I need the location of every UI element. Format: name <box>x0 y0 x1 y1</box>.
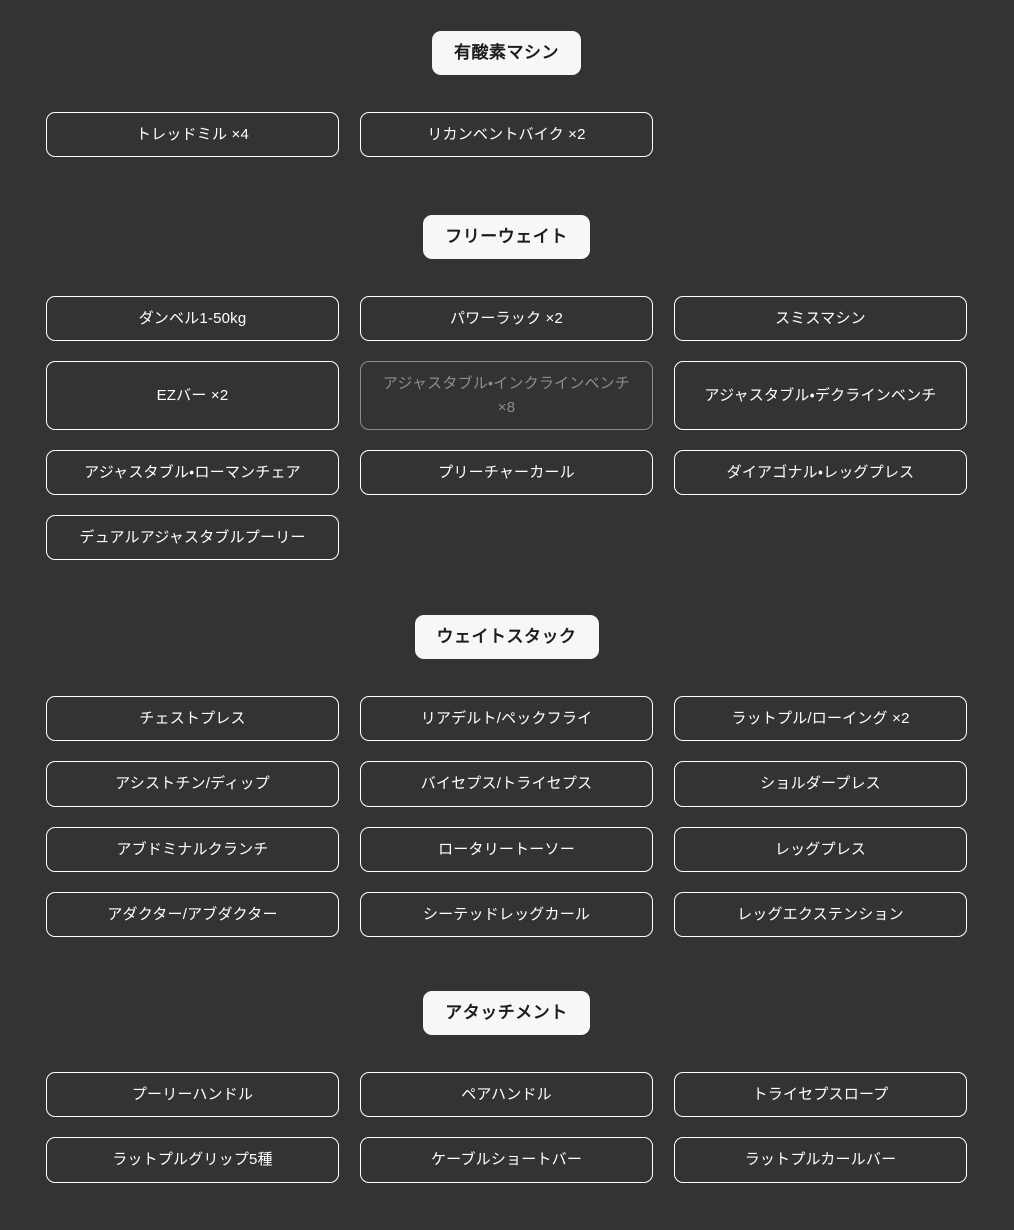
equipment-chip[interactable]: シーテッドレッグカール <box>360 891 653 937</box>
equipment-chip[interactable]: ダイアゴナル・レッグプレス <box>674 449 967 495</box>
equipment-chip[interactable]: レッグプレス <box>674 826 967 872</box>
equipment-chip[interactable]: ペアハンドル <box>360 1072 653 1118</box>
section-title: アタッチメント <box>423 991 590 1035</box>
section-title: 有酸素マシン <box>432 31 581 75</box>
equipment-chip[interactable]: ラットプル/ローイング ×2 <box>674 696 967 742</box>
equipment-chip[interactable]: レッグエクステンション <box>674 891 967 937</box>
section-cardio: 有酸素マシン トレッドミル ×4 リカンベントバイク ×2 <box>46 31 967 158</box>
equipment-chip[interactable]: リカンベントバイク ×2 <box>360 112 653 158</box>
section-attachment: アタッチメント プーリーハンドル ペアハンドル トライセプスロープ ラットプルグ… <box>46 991 967 1183</box>
equipment-chip[interactable]: トレッドミル ×4 <box>46 112 339 158</box>
section-title: フリーウェイト <box>423 215 590 259</box>
grid-spacer <box>674 515 967 560</box>
equipment-chip[interactable]: スミスマシン <box>674 296 967 342</box>
equipment-chip[interactable]: ラットプルグリップ5種 <box>46 1137 339 1183</box>
section-freeweight: フリーウェイト ダンベル1-50kg パワーラック ×2 スミスマシン EZバー… <box>46 215 967 561</box>
section-title: ウェイトスタック <box>414 615 599 659</box>
equipment-chip[interactable]: アジャスタブル・デクラインベンチ <box>674 361 967 430</box>
equipment-chip[interactable]: バイセプス/トライセプス <box>360 761 653 807</box>
equipment-chip-disabled[interactable]: アジャスタブル・インクラインベンチ ×8 <box>360 361 653 430</box>
equipment-chip[interactable]: デュアルアジャスタブルプーリー <box>46 515 339 561</box>
grid-spacer <box>360 515 653 560</box>
equipment-chip[interactable]: チェストプレス <box>46 696 339 742</box>
equipment-chip[interactable]: アダクター/アブダクター <box>46 891 339 937</box>
equipment-chip[interactable]: アジャスタブル・ローマンチェア <box>46 449 339 495</box>
equipment-chip[interactable]: アシストチン/ディップ <box>46 761 339 807</box>
equipment-chip[interactable]: ロータリートーソー <box>360 826 653 872</box>
section-header-attachment: アタッチメント <box>46 991 967 1035</box>
equipment-chip[interactable]: プリーチャーカール <box>360 449 653 495</box>
equipment-chip[interactable]: プーリーハンドル <box>46 1072 339 1118</box>
equipment-chip[interactable]: トライセプスロープ <box>674 1072 967 1118</box>
equipment-chip[interactable]: ダンベル1-50kg <box>46 296 339 342</box>
section-header-weightstack: ウェイトスタック <box>46 615 967 659</box>
chip-grid-cardio: トレッドミル ×4 リカンベントバイク ×2 <box>46 112 967 158</box>
equipment-chip[interactable]: EZバー ×2 <box>46 361 339 430</box>
chip-grid-weightstack: チェストプレス リアデルト/ペックフライ ラットプル/ローイング ×2 アシスト… <box>46 696 967 937</box>
equipment-chip[interactable]: ショルダープレス <box>674 761 967 807</box>
chip-grid-attachment: プーリーハンドル ペアハンドル トライセプスロープ ラットプルグリップ5種 ケー… <box>46 1072 967 1183</box>
section-header-freeweight: フリーウェイト <box>46 215 967 259</box>
equipment-chip[interactable]: ラットプルカールバー <box>674 1137 967 1183</box>
equipment-chip[interactable]: リアデルト/ペックフライ <box>360 696 653 742</box>
equipment-chip[interactable]: ケーブルショートバー <box>360 1137 653 1183</box>
section-weightstack: ウェイトスタック チェストプレス リアデルト/ペックフライ ラットプル/ローイン… <box>46 615 967 937</box>
section-header-cardio: 有酸素マシン <box>46 31 967 75</box>
chip-grid-freeweight: ダンベル1-50kg パワーラック ×2 スミスマシン EZバー ×2 アジャス… <box>46 296 967 561</box>
equipment-chip[interactable]: アブドミナルクランチ <box>46 826 339 872</box>
equipment-chip[interactable]: パワーラック ×2 <box>360 296 653 342</box>
